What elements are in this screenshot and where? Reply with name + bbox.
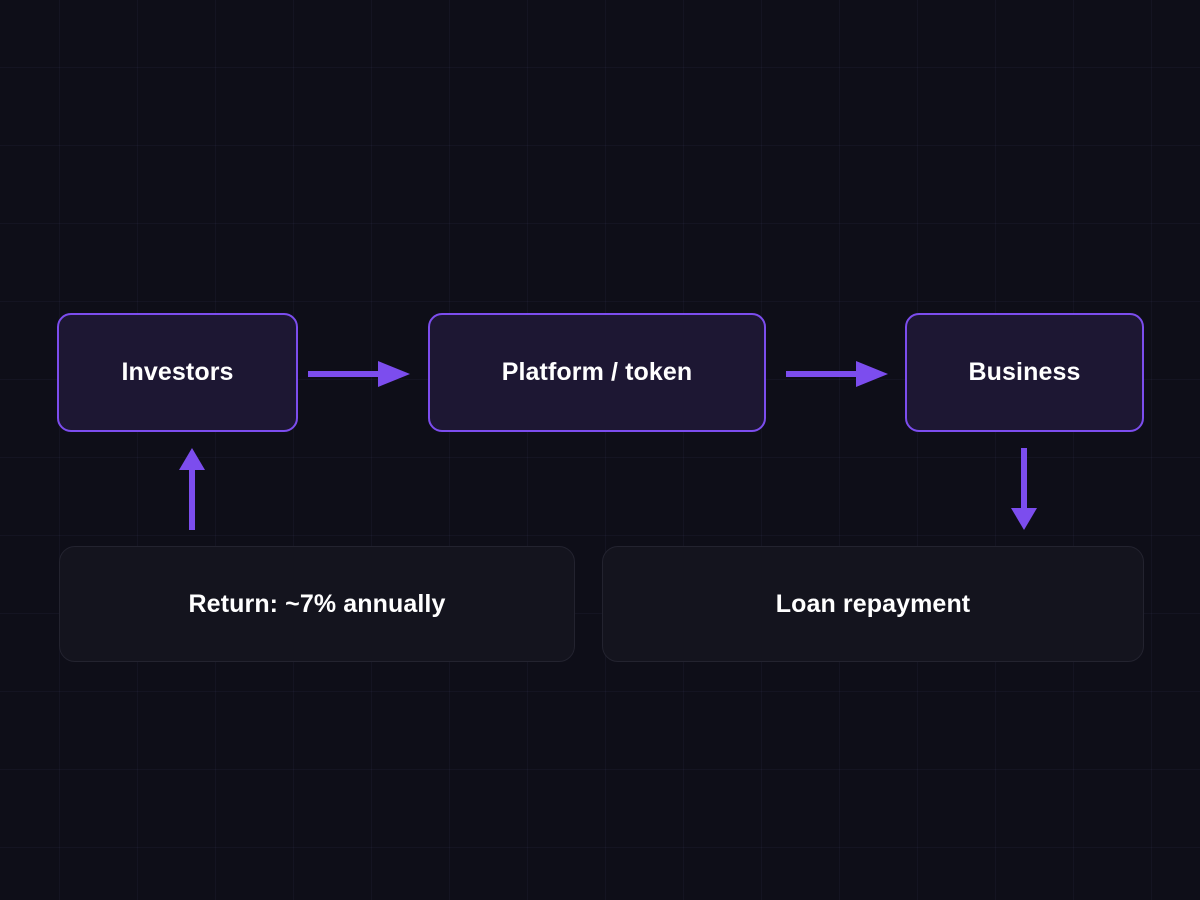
node-return[interactable]: Return: ~7% annually — [59, 546, 575, 662]
node-investors[interactable]: Investors — [57, 313, 298, 432]
arrow-investors-to-platform-icon — [300, 358, 428, 390]
node-loan-repayment[interactable]: Loan repayment — [602, 546, 1144, 662]
node-platform-token[interactable]: Platform / token — [428, 313, 766, 432]
node-platform-token-label: Platform / token — [501, 358, 693, 386]
node-loan-repayment-label: Loan repayment — [775, 589, 971, 618]
node-return-label: Return: ~7% annually — [188, 589, 446, 618]
node-business-label: Business — [968, 358, 1081, 386]
node-business[interactable]: Business — [905, 313, 1144, 432]
arrow-platform-to-business-icon — [768, 358, 906, 390]
arrow-business-to-loan-repayment-icon — [1000, 440, 1048, 540]
node-investors-label: Investors — [121, 358, 234, 386]
arrow-return-to-investors-icon — [168, 440, 216, 540]
